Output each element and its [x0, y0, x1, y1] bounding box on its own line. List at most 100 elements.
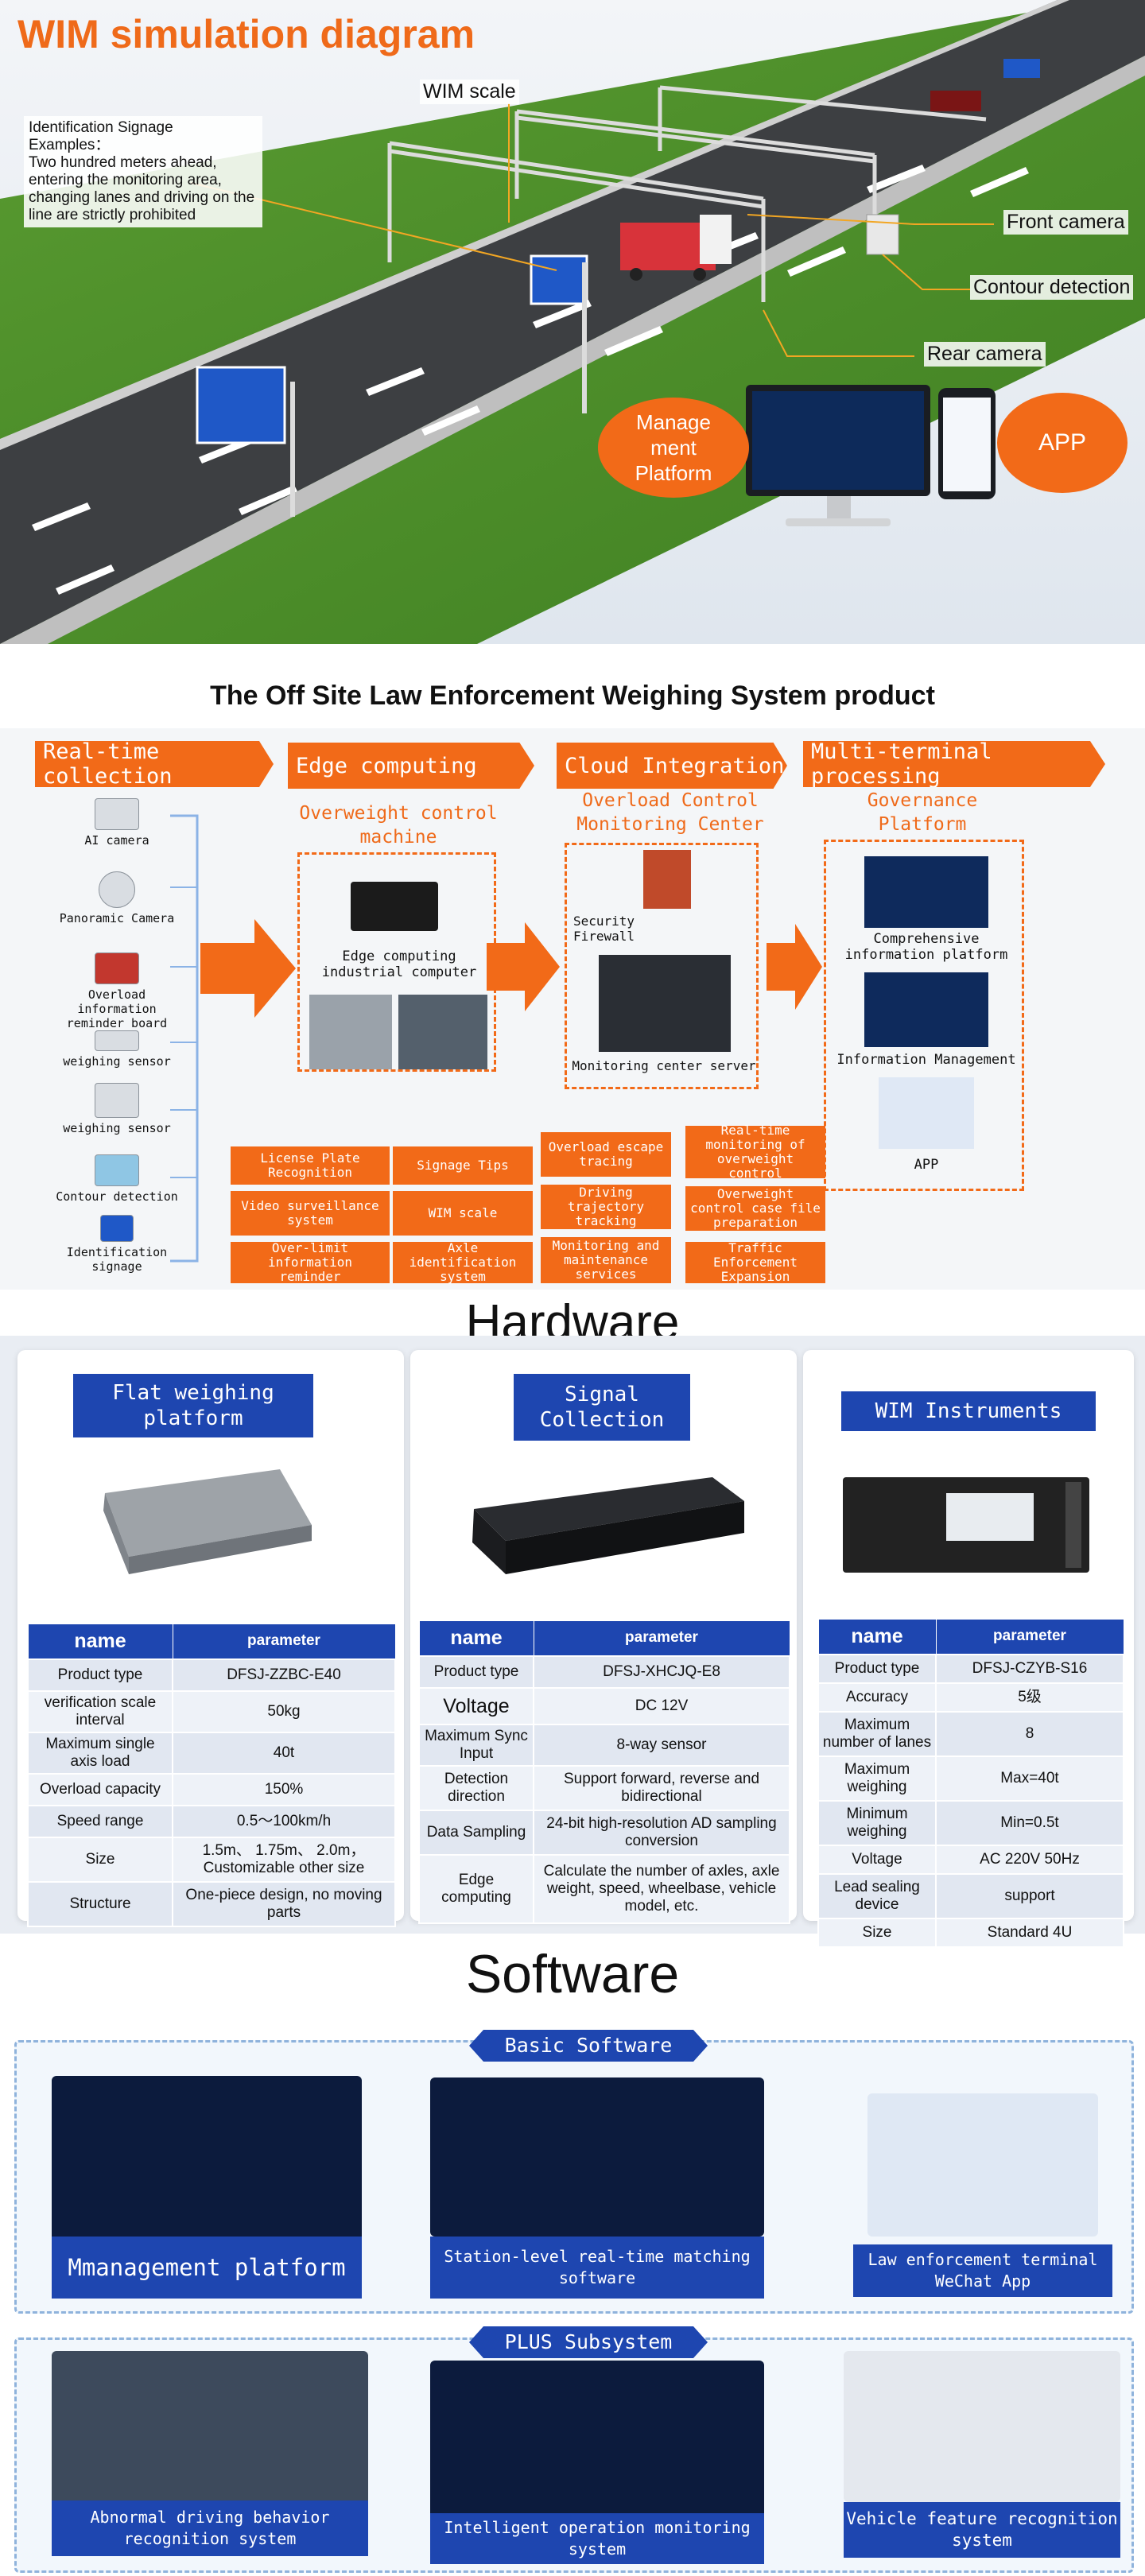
signal-collector-image	[472, 1477, 744, 1574]
spec-value: One-piece design, no moving parts	[172, 1880, 396, 1927]
feature-tag: Axle identification system	[393, 1241, 533, 1284]
management-platform-bubble: Manage ment Platform	[598, 398, 749, 498]
spec-value: Support forward, reverse and bidirection…	[533, 1764, 790, 1811]
app-bubble: APP	[997, 393, 1128, 493]
spec-value: DFSJ-XHCJQ-E8	[533, 1655, 790, 1689]
spec-value: Calculate the number of axles, axle weig…	[533, 1853, 790, 1924]
feature-tag: Video surveillance system	[231, 1191, 390, 1236]
diagram-title: WIM simulation diagram	[17, 12, 475, 56]
col-name-header: name	[817, 1619, 937, 1655]
spec-name: Detection direction	[418, 1764, 534, 1811]
spec-value: Min=0.5t	[935, 1799, 1124, 1846]
rear-camera-callout: Rear camera	[924, 342, 1046, 367]
spec-name: Product type	[817, 1653, 937, 1684]
spec-name: verification scale interval	[27, 1690, 173, 1733]
spec-name: Size	[817, 1917, 937, 1948]
basic-item-management-platform: Mmanagement platform	[52, 2237, 362, 2299]
spec-value: 5级	[935, 1682, 1124, 1713]
spec-name: Product type	[27, 1658, 173, 1692]
stage-edge-computing: Edge computing	[288, 743, 534, 789]
highway-scene-illustration	[0, 0, 1145, 644]
reminder-board-icon	[95, 952, 139, 984]
feature-tag: Traffic Enforcement Expansion	[685, 1241, 825, 1284]
stage-cloud-integration: Cloud Integration	[557, 743, 787, 789]
contour-detection-callout: Contour detection	[970, 275, 1134, 300]
spec-value: support	[935, 1872, 1124, 1919]
spec-value: 8-way sensor	[533, 1723, 790, 1767]
spec-name: Voltage	[817, 1844, 937, 1875]
card-header: Flat weighing platform	[73, 1374, 313, 1437]
gov-item-app: APP	[914, 1157, 939, 1173]
spec-value: AC 220V 50Hz	[935, 1844, 1124, 1875]
feature-tag: Overweight control case file preparation	[685, 1186, 825, 1231]
cloud-box-title: Overload Control Monitoring Center	[576, 790, 764, 835]
feature-tag: Monitoring and maintenance services	[541, 1237, 671, 1283]
driving-behavior-screenshot	[52, 2351, 368, 2526]
plus-item-vehicle-feature: Vehicle feature recognition system	[844, 2502, 1120, 2558]
station-software-screenshot	[430, 2077, 764, 2237]
spec-value: 50kg	[172, 1690, 396, 1733]
col-param-header: parameter	[172, 1624, 396, 1659]
device-ai-camera: AI camera	[49, 798, 184, 848]
card-header: WIM Instruments	[841, 1391, 1096, 1431]
device-overload-board: Overload information reminder board	[49, 952, 184, 1030]
gov-item-comprehensive: Comprehensive information platform	[844, 931, 1008, 963]
spec-name: Maximum weighing	[817, 1755, 937, 1802]
vehicle-feature-screenshot	[844, 2351, 1120, 2502]
col-name-header: name	[27, 1624, 173, 1659]
gov-item-information: Information Management	[836, 1052, 1016, 1068]
spec-name: Speed range	[27, 1804, 173, 1838]
panoramic-camera-icon	[99, 871, 135, 908]
spec-value: 0.5～100km/h	[172, 1804, 396, 1838]
spec-name: Product type	[418, 1655, 534, 1689]
operation-monitoring-screenshot	[430, 2361, 764, 2520]
feature-tag: License Plate Recognition	[231, 1146, 390, 1185]
edge-box-title: Overweight control machine	[299, 803, 498, 848]
device-weighing-sensor-1: weighing sensor	[49, 1030, 184, 1069]
spec-value: 8	[935, 1710, 1124, 1757]
col-name-header: name	[418, 1620, 534, 1656]
dashboard-screenshot	[864, 972, 988, 1047]
basic-software-ribbon: Basic Software	[469, 2030, 708, 2062]
spec-value: DFSJ-ZZBC-E40	[172, 1658, 396, 1692]
weighing-sensor-icon	[95, 1083, 139, 1118]
feature-tag: Real-time monitoring of overweight contr…	[685, 1123, 825, 1181]
spec-value: DFSJ-CZYB-S16	[935, 1653, 1124, 1684]
plus-subsystem-ribbon: PLUS Subsystem	[469, 2326, 708, 2358]
plus-item-abnormal-driving: Abnormal driving behavior recognition sy…	[52, 2500, 368, 2556]
software-title: Software	[465, 1944, 680, 2004]
front-camera-callout: Front camera	[1003, 210, 1128, 235]
plus-subsystem-group: Abnormal driving behavior recognition sy…	[14, 2337, 1134, 2573]
basic-software-group: Mmanagement platform Station-level real-…	[14, 2040, 1134, 2314]
spec-name: Minimum weighing	[817, 1799, 937, 1846]
firewall-label: Security Firewall	[573, 914, 635, 944]
feature-tag: Over-limit information reminder	[231, 1241, 390, 1284]
wim-instrument-image	[843, 1477, 1089, 1573]
spec-name: Structure	[27, 1880, 173, 1927]
spec-value: 24-bit high-resolution AD sampling conve…	[533, 1809, 790, 1856]
product-diagram: Real-time collection Edge computing Clou…	[0, 728, 1145, 1290]
spec-value: 150%	[172, 1772, 396, 1806]
industrial-computer-icon	[351, 882, 438, 931]
spec-value: DC 12V	[533, 1686, 790, 1725]
